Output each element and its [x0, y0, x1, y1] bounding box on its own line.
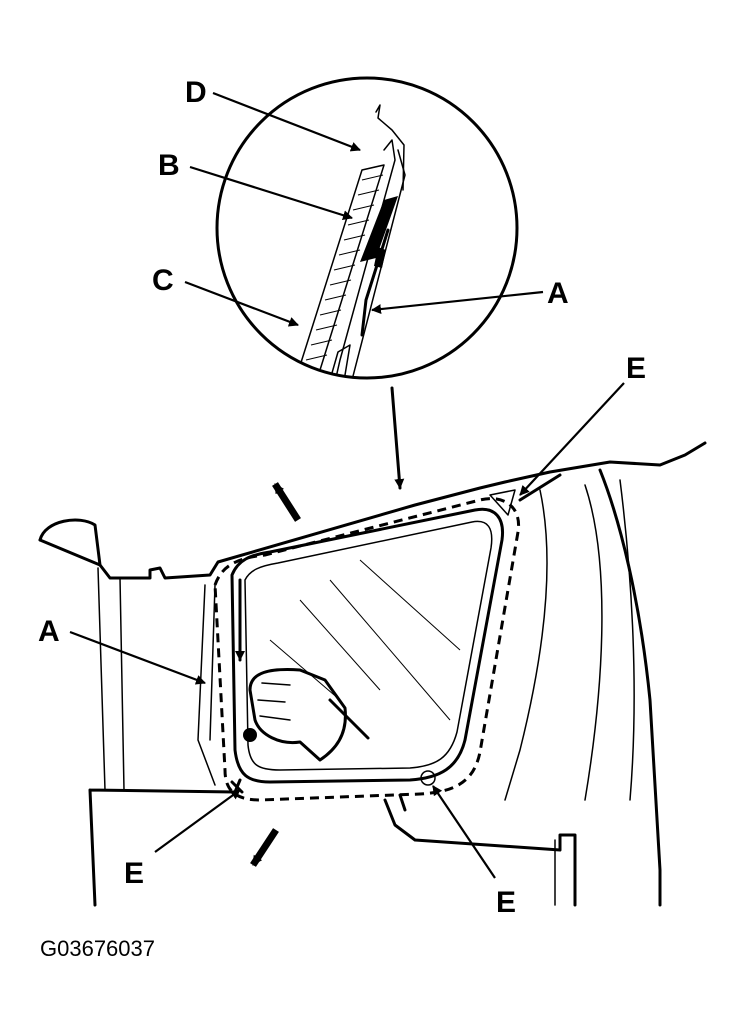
cutting-wire [360, 228, 390, 337]
leader-e-top [519, 382, 625, 496]
quarter-glass-outer [230, 507, 505, 784]
callout-c: C [152, 264, 174, 297]
callout-a-detail: A [547, 277, 569, 310]
pillar-left-contour [197, 584, 216, 786]
detail-inset [215, 76, 519, 380]
callout-e-top: E [626, 352, 646, 385]
adhesive-bead [360, 196, 398, 262]
wire-tip [374, 247, 386, 268]
figure-id: G03676037 [40, 936, 155, 961]
glass-hatching [305, 174, 384, 361]
callout-a-main: A [38, 615, 60, 648]
leader-a-main [69, 630, 206, 685]
pull-arrow-down [250, 828, 279, 867]
leader-a-detail [371, 290, 544, 315]
clip-top [489, 489, 516, 516]
leader-b [189, 165, 353, 221]
main-view [38, 441, 707, 907]
right-body-contour [518, 468, 662, 907]
leader-e-bottom-left [154, 789, 241, 853]
callout-e-bottom-left: E [124, 857, 144, 890]
body-left-top [38, 538, 102, 567]
callout-b: B [158, 149, 180, 182]
quarter-glass-inner [244, 520, 493, 771]
right-inner-contours [504, 479, 635, 801]
body-top-edge [38, 441, 707, 580]
callout-d: D [185, 76, 207, 109]
callout-e-bottom-right: E [496, 886, 516, 919]
leader-d [212, 91, 361, 152]
wire-start-point [243, 728, 257, 742]
detail-circle-outline [215, 76, 519, 380]
detail-to-main-arrow [390, 386, 405, 490]
pull-arrow-up [272, 482, 301, 522]
glass-reflections [269, 559, 461, 721]
leader-c [184, 280, 299, 327]
glass-section [297, 164, 385, 373]
wire-handle [328, 698, 370, 740]
lower-body-edge [329, 344, 351, 378]
body-flange [334, 139, 396, 378]
hand-knuckles [257, 682, 291, 721]
technician-hand [248, 668, 347, 762]
leader-e-bottom-right [432, 785, 496, 879]
left-panel-outline [97, 567, 125, 791]
body-flange-inner [351, 149, 406, 378]
adhesive-dash-outline [213, 497, 521, 802]
molding-lip [375, 104, 405, 191]
clip-bottom-right [420, 770, 436, 786]
lower-body-panel [383, 793, 577, 907]
lower-left-panel [88, 778, 242, 907]
